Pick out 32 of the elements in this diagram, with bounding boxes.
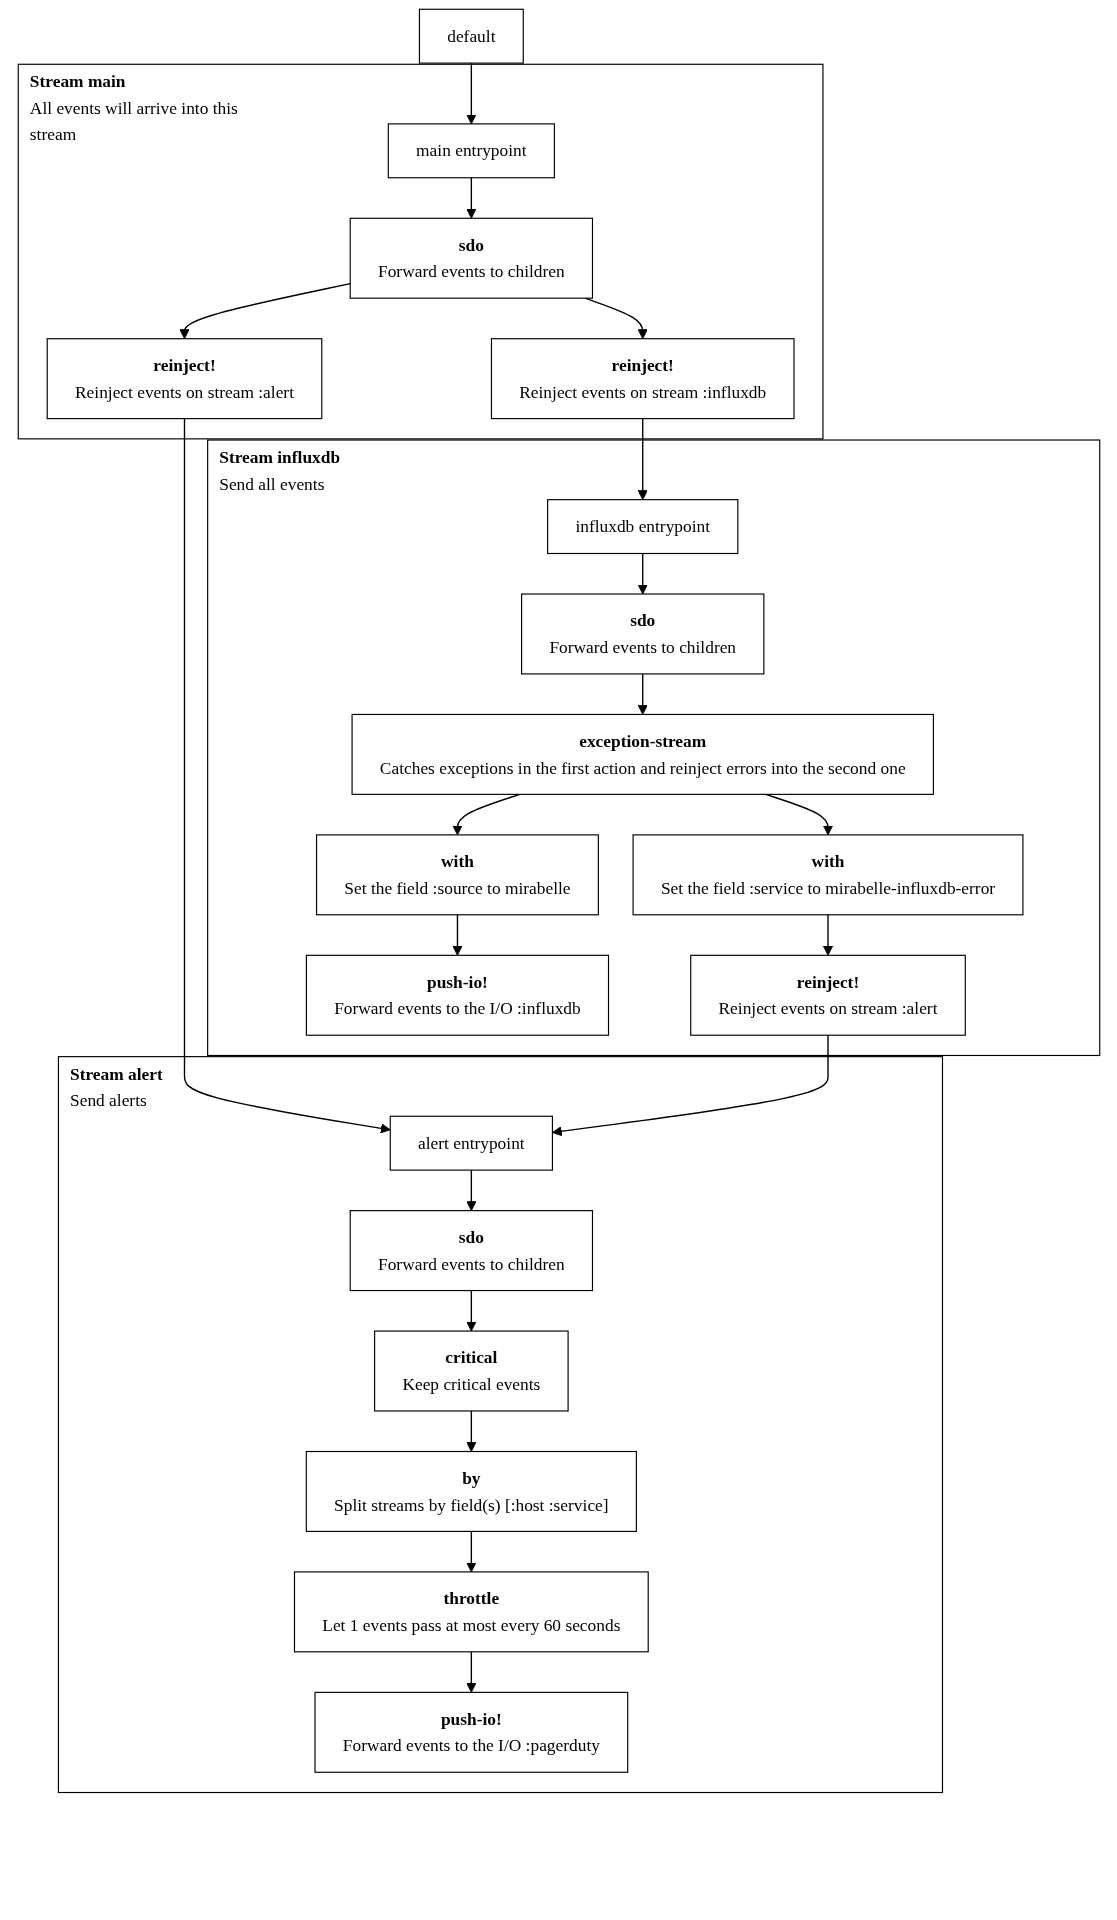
node-box: critical Keep critical events [373,1330,569,1412]
arrow [465,62,476,125]
node-box: default [418,8,524,64]
node-box: reinject! Reinject events on stream :influxdb [490,338,795,420]
node-box: influxdb entrypoint [546,499,738,555]
arrow [465,1651,476,1693]
arrow [465,1410,476,1452]
node-box: push-io! Forward events to the I/O :influxdb [305,954,609,1036]
arrow [637,673,648,715]
node-box: alert entrypoint [389,1115,553,1171]
arrow [465,1289,476,1332]
node-box: main entrypoint [387,123,555,179]
node-box: throttle Let 1 events pass at most every 60 seconds [293,1571,649,1653]
node-box: by Split streams by field(s) [:host :service] [305,1450,637,1532]
arrow [465,177,476,219]
arrow [465,1530,476,1573]
arrow [551,1034,829,1137]
node-box: with Set the field :source to mirabelle [315,834,599,916]
arrow [637,552,648,595]
node-box: sdo Forward events to children [349,217,593,299]
node-box: exception-stream Catches exceptions in the first action and reinject errors into the second one [351,713,934,795]
arrow [451,914,463,956]
node-box: sdo Forward events to children [349,1210,593,1292]
arrow [451,793,520,836]
node-box: reinject! Reinject events on stream :alert [46,338,322,420]
arrow [465,1169,476,1212]
arrow [637,417,648,501]
node-box: push-io! Forward events to the I/O :pagerduty [313,1691,628,1773]
node-box: with Set the field :service to mirabelle-influxdb-error [632,834,1023,916]
node-box: sdo Forward events to children [520,593,764,675]
arrow [822,914,833,956]
node-box: reinject! Reinject events on stream :alert [689,954,966,1036]
